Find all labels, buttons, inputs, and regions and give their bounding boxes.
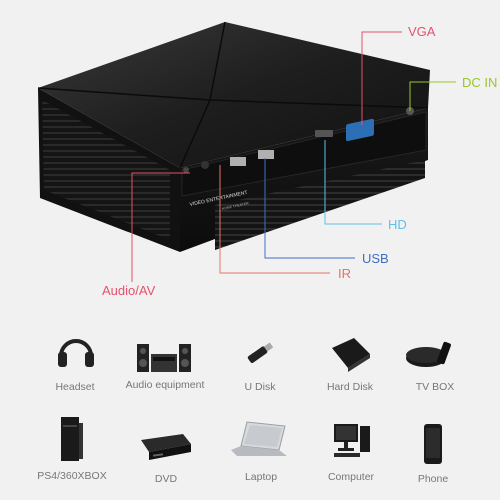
ir-sensor <box>201 161 209 169</box>
dc-in-callout-line <box>409 81 456 111</box>
phone-label: Phone <box>417 473 449 485</box>
audio-callout-line <box>131 172 190 282</box>
u-disk-icon <box>247 342 274 363</box>
usb-port-1 <box>230 157 246 166</box>
audio-port <box>183 167 189 173</box>
audio-equipment-label: Audio equipment <box>125 379 205 391</box>
laptop-icon <box>231 421 287 456</box>
audio-av-label: Audio/AV <box>102 283 156 298</box>
computer-icon <box>334 424 370 457</box>
hdmi-port <box>315 130 333 137</box>
usb-port-2 <box>258 150 274 159</box>
phone-icon <box>424 424 442 464</box>
tv-box-icon <box>406 341 451 367</box>
headset-icon <box>58 339 94 367</box>
hd-callout-line <box>324 140 382 225</box>
vga-label: VGA <box>408 24 436 39</box>
hd-label: HD <box>388 217 407 232</box>
laptop-label: Laptop <box>244 471 278 483</box>
ps4-xbox-label: PS4/360XBOX <box>37 470 107 482</box>
hard-disk-label: Hard Disk <box>326 381 374 393</box>
audio-equipment-icon <box>137 344 191 372</box>
tv-box-label: TV BOX <box>415 381 455 393</box>
vga-port <box>346 118 374 142</box>
projector-illustration: VIDEO ENTERTAINMENT HOME THEATER <box>37 21 456 282</box>
usb-label: USB <box>362 251 389 266</box>
dvd-label: DVD <box>154 473 178 485</box>
hard-disk-icon <box>332 338 370 372</box>
headset-label: Headset <box>55 381 95 393</box>
vga-callout-line <box>361 31 402 125</box>
front-panel-subtext: HOME THEATER <box>221 201 249 211</box>
ir-label: IR <box>338 266 351 281</box>
usb-callout-line <box>264 158 355 259</box>
dvd-player-icon <box>141 434 191 460</box>
projector-top <box>38 22 430 168</box>
computer-label: Computer <box>327 471 375 483</box>
u-disk-label: U Disk <box>244 381 276 393</box>
ir-callout-line <box>219 165 330 274</box>
dc-in-label: DC IN <box>462 75 498 90</box>
game-console-icon <box>61 417 83 461</box>
